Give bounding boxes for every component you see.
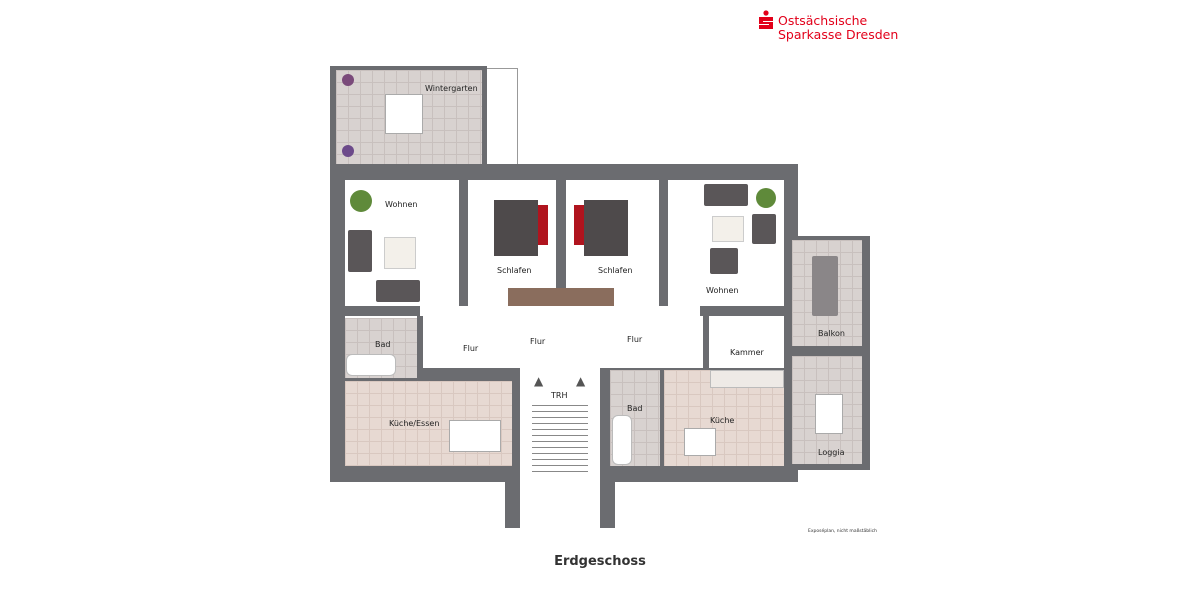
dining-table	[385, 94, 423, 134]
bed	[494, 200, 538, 256]
kitchen-table	[684, 428, 716, 456]
label-schlafen-2: Schlafen	[598, 266, 633, 275]
plant-icon	[756, 188, 776, 208]
room-flur-ext	[420, 306, 700, 318]
sofa	[376, 280, 420, 302]
arrow-up-icon: ▲	[576, 374, 586, 388]
label-wohnen-left: Wohnen	[385, 200, 418, 209]
brand-line2: Sparkasse Dresden	[778, 27, 899, 42]
label-kammer: Kammer	[730, 348, 764, 357]
plant-icon	[342, 145, 354, 157]
bedding	[574, 205, 584, 245]
label-bad-left: Bad	[375, 340, 391, 349]
bathtub	[346, 354, 396, 376]
bedding	[538, 205, 548, 245]
label-trh: TRH	[551, 391, 568, 400]
label-flur-3: Flur	[627, 335, 643, 344]
coffee-table	[712, 216, 744, 242]
kitchen-counter	[710, 370, 784, 388]
bed	[584, 200, 628, 256]
room-loggia	[792, 356, 862, 464]
brand-line1: Ostsächsische	[778, 13, 868, 28]
loggia-table	[815, 394, 843, 434]
label-balkon: Balkon	[818, 329, 845, 338]
sofa	[704, 184, 748, 206]
label-wintergarten: Wintergarten	[425, 84, 478, 93]
bathtub	[612, 415, 632, 465]
wardrobe	[508, 288, 614, 306]
label-schlafen-1: Schlafen	[497, 266, 532, 275]
label-loggia: Loggia	[818, 448, 845, 457]
label-kueche-right: Küche	[710, 416, 735, 425]
wall	[417, 316, 423, 380]
label-flur-1: Flur	[463, 344, 479, 353]
brand-name: Ostsächsische Sparkasse Dresden	[778, 14, 898, 42]
sparkasse-s-icon	[758, 10, 774, 34]
scale-note: Exposéplan, nicht maßstäblich	[808, 529, 877, 534]
kitchen-table	[449, 420, 501, 452]
arrow-up-icon: ▲	[534, 374, 544, 388]
label-bad-right: Bad	[627, 404, 643, 413]
plant-icon	[342, 74, 354, 86]
wintergarten-door-swing	[487, 68, 518, 167]
armchair	[752, 214, 776, 244]
sofa	[348, 230, 372, 272]
staircase	[532, 400, 588, 476]
floor-title: Erdgeschoss	[554, 554, 646, 569]
label-wohnen-right: Wohnen	[706, 286, 739, 295]
wall	[703, 316, 709, 370]
label-flur-2: Flur	[530, 337, 546, 346]
coffee-table	[384, 237, 416, 269]
label-kueche-essen: Küche/Essen	[389, 419, 440, 428]
armchair	[710, 248, 738, 274]
sun-lounger	[812, 256, 838, 316]
plant-icon	[350, 190, 372, 212]
